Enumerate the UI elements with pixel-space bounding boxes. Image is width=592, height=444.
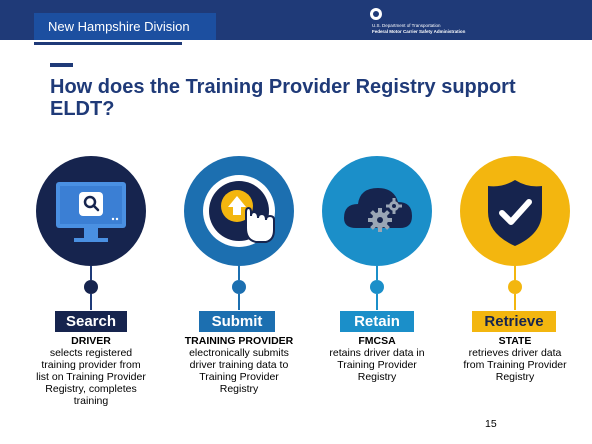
retrieve-text: retrieves driver data from Training Prov… (463, 347, 567, 383)
retrieve-node (508, 280, 522, 294)
retrieve-stem (514, 266, 516, 280)
search-circle (36, 156, 146, 266)
retrieve-description: STATE retrieves driver data from Trainin… (460, 335, 570, 383)
cloud-gears-icon (344, 188, 412, 232)
submit-text: electronically submits driver training d… (189, 347, 289, 395)
submit-description: TRAINING PROVIDER electronically submits… (184, 335, 294, 395)
search-stem-lower (90, 294, 92, 310)
submit-stem (238, 266, 240, 280)
retrieve-label: Retrieve (472, 311, 556, 332)
retrieve-stem-lower (514, 294, 516, 310)
agency-name: U.S. Department of Transportation Federa… (372, 23, 465, 35)
division-label: New Hampshire Division (34, 13, 216, 40)
header-underline (34, 42, 182, 45)
slide-title: How does the Training Provider Registry … (50, 76, 516, 120)
search-description: DRIVER selects registered training provi… (36, 335, 146, 407)
submit-heading: TRAINING PROVIDER (184, 335, 294, 347)
retain-stem-lower (376, 294, 378, 310)
retain-heading: FMCSA (358, 335, 396, 347)
submit-circle (184, 156, 294, 266)
search-stem (90, 266, 92, 280)
submit-node (232, 280, 246, 294)
monitor-search-icon (56, 182, 126, 242)
agency-line-2: Federal Motor Carrier Safety Administrat… (372, 29, 466, 34)
search-text: selects registered training provider fro… (36, 347, 146, 407)
retain-circle (322, 156, 432, 266)
search-label: Search (55, 311, 127, 332)
upload-click-icon (203, 175, 275, 247)
dot-logo-icon (370, 8, 382, 20)
retain-description: FMCSA retains driver data in Training Pr… (322, 335, 432, 383)
page-number: 15 (485, 418, 497, 430)
retain-label: Retain (340, 311, 414, 332)
agency-line-1: U.S. Department of Transportation (372, 23, 441, 28)
retrieve-heading: STATE (498, 335, 532, 347)
retain-stem (376, 266, 378, 280)
search-heading: DRIVER (71, 335, 111, 347)
retain-node (370, 280, 384, 294)
submit-label: Submit (199, 311, 275, 332)
submit-stem-lower (238, 294, 240, 310)
search-node (84, 280, 98, 294)
retain-text: retains driver data in Training Provider… (329, 347, 425, 383)
retrieve-circle (460, 156, 570, 266)
shield-check-icon (488, 180, 542, 246)
title-accent (50, 63, 73, 67)
